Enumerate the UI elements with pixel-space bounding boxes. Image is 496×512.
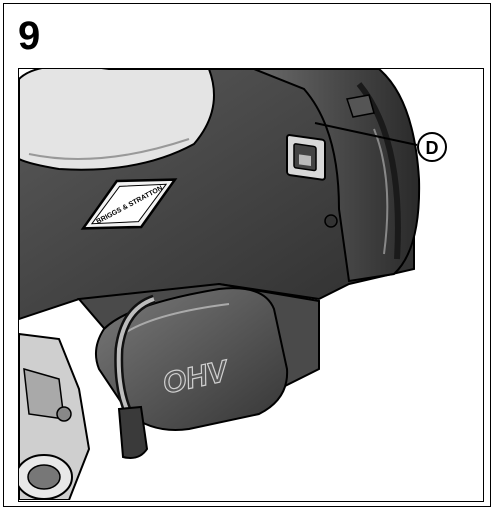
engine-drawing: BRIGGS & STRATTON OHV bbox=[19, 69, 447, 500]
engine-illustration: BRIGGS & STRATTON OHV bbox=[18, 68, 484, 502]
spark-plug-boot bbox=[117, 405, 149, 459]
callout-d-label: D bbox=[426, 138, 439, 158]
figure-frame: 9 bbox=[3, 3, 491, 507]
switch-d bbox=[286, 134, 326, 181]
air-cleaner-dome bbox=[19, 69, 215, 171]
figure-number: 9 bbox=[18, 14, 41, 58]
callout-d: D bbox=[314, 122, 447, 162]
